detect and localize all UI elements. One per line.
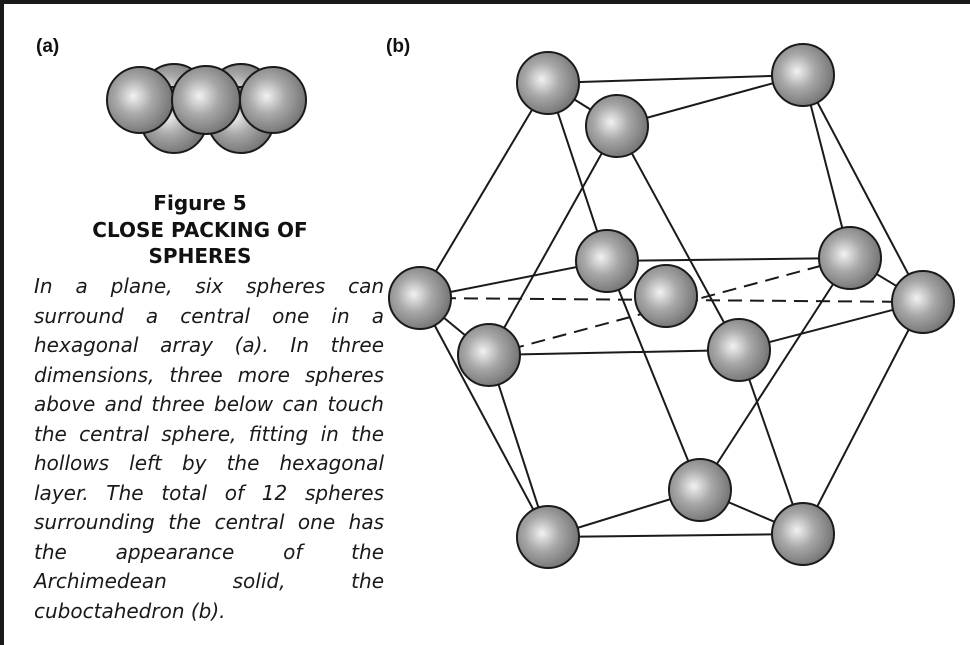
edge [699, 257, 851, 491]
edge [488, 349, 740, 356]
sphere-central [634, 264, 698, 328]
figure-caption: In a plane, six spheres can surround a c… [34, 274, 384, 623]
edge [616, 125, 740, 351]
sphere-left [106, 66, 174, 134]
panel-b-label: (b) [386, 36, 411, 57]
sphere-bottom-right [771, 502, 835, 566]
figure-title: CLOSE PACKING OF SPHERES [92, 218, 308, 268]
sphere-mid-right [891, 270, 955, 334]
sphere-top-front [585, 94, 649, 158]
edge [547, 74, 804, 84]
edge [738, 349, 804, 535]
page-border-top [0, 0, 970, 4]
sphere-top-right [771, 43, 835, 107]
cuboctahedron-diagram [388, 43, 955, 569]
page-border-left [0, 0, 4, 645]
sphere-center [171, 65, 241, 135]
sphere-top-left [516, 51, 580, 115]
edge [606, 257, 851, 262]
edge [488, 125, 618, 356]
cuboctahedron-spheres [388, 43, 955, 569]
panel-a-label: (a) [36, 36, 60, 57]
sphere-mid-front-left [457, 323, 521, 387]
edge [802, 74, 924, 303]
sphere-mid-left [388, 266, 452, 330]
sphere-right [239, 66, 307, 134]
hexagonal-layer-diagram [106, 63, 307, 154]
edge [547, 533, 804, 538]
edge [419, 82, 549, 299]
edge [616, 74, 804, 127]
figure-number: Figure 5 [153, 191, 247, 215]
sphere-bottom-back [668, 458, 732, 522]
edge [419, 297, 549, 538]
sphere-bottom-left [516, 505, 580, 569]
sphere-mid-back-left [575, 229, 639, 293]
sphere-mid-back-right [818, 226, 882, 290]
edge [802, 301, 924, 535]
sphere-mid-front-right [707, 318, 771, 382]
